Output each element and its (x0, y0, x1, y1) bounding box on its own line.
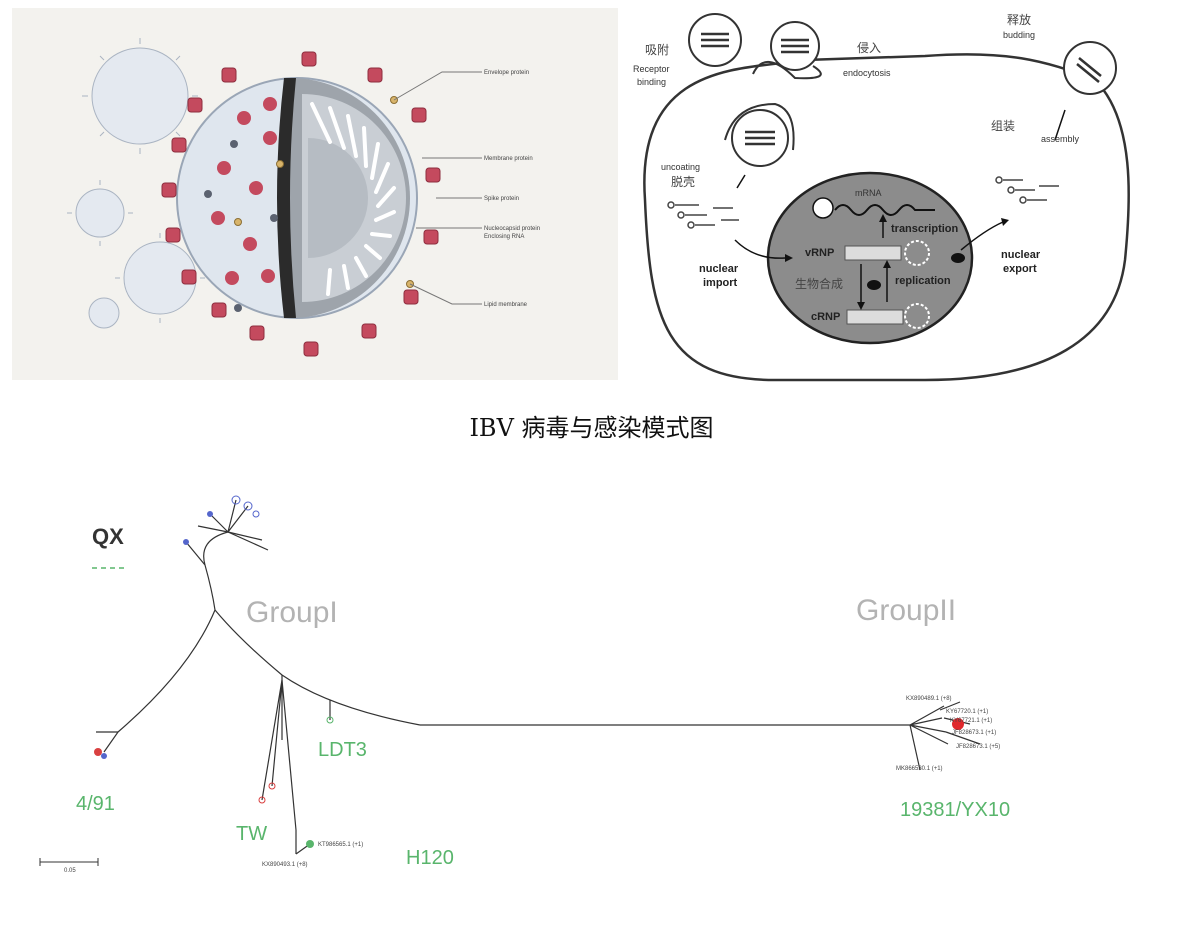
background-viruses (75, 47, 197, 329)
label-uncoat-cn: 脱壳 (671, 174, 695, 189)
label-assembly-en: assembly (1041, 134, 1080, 144)
vrnp-complex (844, 240, 930, 266)
label-export-en2: export (1003, 263, 1037, 275)
label-receptor-en2: binding (637, 77, 666, 87)
tip-labels: KX890489.1 (+8) KY67720.1 (+1) KY67721.1… (262, 696, 1000, 868)
virion-labels: Envelope protein Membrane protein Spike … (484, 70, 540, 308)
tree-branches (96, 499, 981, 855)
label-import-en2: import (703, 277, 738, 289)
figure-caption: IBV 病毒与感染模式图 (469, 414, 714, 442)
label-nucleocapsid-protein: Nucleocapsid protein (484, 226, 540, 232)
crnp-complex (846, 303, 930, 329)
clade-491-label: 4/91 (76, 793, 115, 815)
label-transcription: transcription (891, 223, 959, 235)
cap-icon (812, 197, 834, 219)
label-bud-en: budding (1003, 30, 1035, 40)
label-import-en1: nuclear (699, 263, 739, 275)
rnp-fragments (667, 176, 1059, 229)
label-envelope-protein: Envelope protein (484, 70, 529, 76)
label-export-en1: nuclear (1001, 249, 1041, 261)
clade-tw-label: TW (236, 823, 267, 845)
tip-markers (94, 495, 964, 848)
tip-label: KY67721.1 (+1) (950, 718, 992, 724)
label-lipid-membrane: Lipid membrane (484, 302, 528, 308)
label-spike-protein: Spike protein (484, 196, 519, 202)
clade-qx-label: QX (92, 524, 124, 549)
scale-label: 0.05 (64, 868, 76, 874)
tip-label: JF828673.1 (+1) (952, 730, 996, 736)
virus-genome-stripes (701, 32, 1102, 146)
label-uncoat-en: uncoating (661, 162, 700, 172)
virion-svg: Envelope protein Membrane protein Spike … (67, 38, 540, 357)
clade-ldt3-label: LDT3 (318, 739, 367, 761)
infection-cycle-diagram: 吸附 Receptor binding 侵入 endocytosis uncoa… (625, 0, 1135, 385)
tip-label: KX890493.1 (+8) (262, 862, 308, 868)
cycle-svg: 吸附 Receptor binding 侵入 endocytosis uncoa… (633, 12, 1131, 382)
label-endo-en: endocytosis (843, 68, 891, 78)
label-enclosing-rna: Enclosing RNA (484, 234, 524, 240)
label-receptor-en1: Receptor (633, 64, 670, 74)
endocytosis-membrane (752, 61, 822, 80)
label-receptor-cn: 吸附 (645, 43, 669, 57)
clade-h120-label: H120 (406, 847, 454, 869)
label-biosyn-cn: 生物合成 (795, 276, 843, 291)
callout-lines (393, 71, 482, 305)
cycle-labels: 吸附 Receptor binding 侵入 endocytosis uncoa… (633, 12, 1080, 323)
label-mrna: mRNA (855, 188, 882, 198)
label-replication: replication (895, 275, 951, 287)
label-assembly-cn: 组装 (991, 119, 1015, 133)
arrowheads (785, 214, 1009, 310)
scale-bar: 0.05 (39, 858, 99, 874)
group-i-label: GroupI (246, 596, 338, 629)
label-crnp: cRNP (811, 311, 840, 323)
np-markers (867, 253, 965, 290)
label-bud-cn: 释放 (1007, 12, 1031, 27)
mrna-strand (834, 204, 935, 216)
tip-label: MK866530.1 (+1) (896, 766, 943, 772)
virion (161, 51, 441, 357)
virion-structure-diagram: Envelope protein Membrane protein Spike … (12, 8, 618, 380)
tip-label: KY67720.1 (+1) (946, 709, 988, 715)
label-endo-cn: 侵入 (857, 40, 881, 55)
process-arrows (734, 109, 1066, 302)
tip-label: JF828673.1 (+5) (956, 744, 1000, 750)
group-ii-label: GroupII (856, 594, 956, 627)
background-virus-spikes (67, 38, 205, 323)
clade-19381-label: 19381/YX10 (900, 799, 1010, 821)
uncoating-vesicle (724, 102, 795, 151)
tip-label: KT986565.1 (+1) (318, 842, 363, 848)
label-vrnp: vRNP (805, 247, 834, 259)
tip-label: KX890489.1 (+8) (906, 696, 952, 702)
label-membrane-protein: Membrane protein (484, 156, 533, 162)
tree-svg: GroupI GroupII QX 4/91 TW LDT3 H120 1938… (39, 495, 1010, 874)
phylogenetic-tree: GroupI GroupII QX 4/91 TW LDT3 H120 1938… (0, 470, 1183, 910)
